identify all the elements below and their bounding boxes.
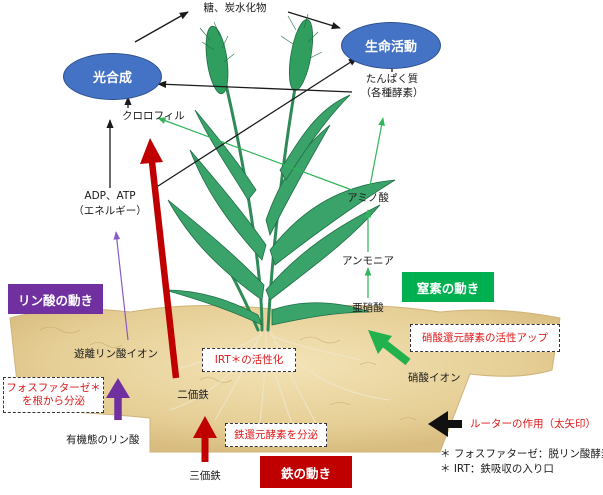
photosynthesis-oval: 光合成 bbox=[63, 53, 162, 100]
life-activity-oval: 生命活動 bbox=[341, 22, 441, 69]
ammonia-label: アンモニア bbox=[342, 255, 394, 268]
ferrous-iron-label: 二価鉄 bbox=[177, 389, 209, 402]
router-action-legend: ルーターの作用（太矢印） bbox=[470, 418, 596, 431]
chlorophyll-label: クロロフィル bbox=[122, 110, 185, 123]
nitrate-ion-label: 硝酸イオン bbox=[408, 372, 461, 385]
adp-atp-label: ADP、ATP bbox=[84, 190, 135, 203]
phosphate-badge: リン酸の動き bbox=[8, 284, 103, 314]
phosphatase-callout-line1: フォスファターゼ＊ bbox=[6, 382, 101, 395]
organic-phosphate-label: 有機態のリン酸 bbox=[66, 434, 140, 447]
phosphatase-note: ＊ フォスファターゼ：脱リン酸酵素 bbox=[440, 448, 603, 461]
arrow-protein-to-photosynthesis bbox=[158, 84, 352, 92]
arrow-amino-to-chlorophyll bbox=[158, 118, 352, 190]
nitrate-reductase-callout-text: 硝酸還元酵素の活性アップ bbox=[422, 332, 548, 345]
phosphatase-callout-line2: を根から分泌 bbox=[22, 395, 85, 408]
enzymes-label: （各種酵素） bbox=[361, 87, 424, 100]
arrow-photosynthesis-to-sugar bbox=[135, 12, 188, 42]
nitrite-label: 亜硝酸 bbox=[352, 302, 384, 315]
sugar-label: 糖、炭水化物 bbox=[204, 2, 267, 15]
arrow-amino-to-protein bbox=[370, 118, 383, 186]
iron-reductase-callout: 鉄還元酵素を分泌 bbox=[225, 423, 327, 447]
protein-label: たんぱく質 bbox=[366, 73, 419, 86]
irt-note: ＊ IRT：鉄吸収の入り口 bbox=[440, 463, 554, 476]
irt-callout-text: IRT＊の活性化 bbox=[215, 354, 284, 367]
amino-acid-label: アミノ酸 bbox=[347, 192, 389, 205]
energy-label: （エネルギー） bbox=[73, 205, 147, 218]
phosphatase-callout: フォスファターゼ＊ を根から分泌 bbox=[3, 377, 104, 413]
arrow-atp-to-life bbox=[155, 58, 357, 188]
iron-reductase-callout-text: 鉄還元酵素を分泌 bbox=[234, 429, 318, 442]
nitrate-reductase-callout: 硝酸還元酵素の活性アップ bbox=[410, 324, 560, 352]
life-activity-label: 生命活動 bbox=[365, 36, 417, 55]
irt-callout: IRT＊の活性化 bbox=[202, 348, 296, 372]
iron-badge: 鉄の動き bbox=[260, 456, 352, 488]
free-phosphate-ion-label: 遊離リン酸イオン bbox=[74, 348, 158, 361]
arrow-sugar-to-life bbox=[288, 12, 340, 28]
photosynthesis-label: 光合成 bbox=[93, 67, 132, 86]
nitrogen-badge: 窒素の動き bbox=[402, 272, 494, 302]
ferric-iron-label: 三価鉄 bbox=[189, 470, 221, 483]
